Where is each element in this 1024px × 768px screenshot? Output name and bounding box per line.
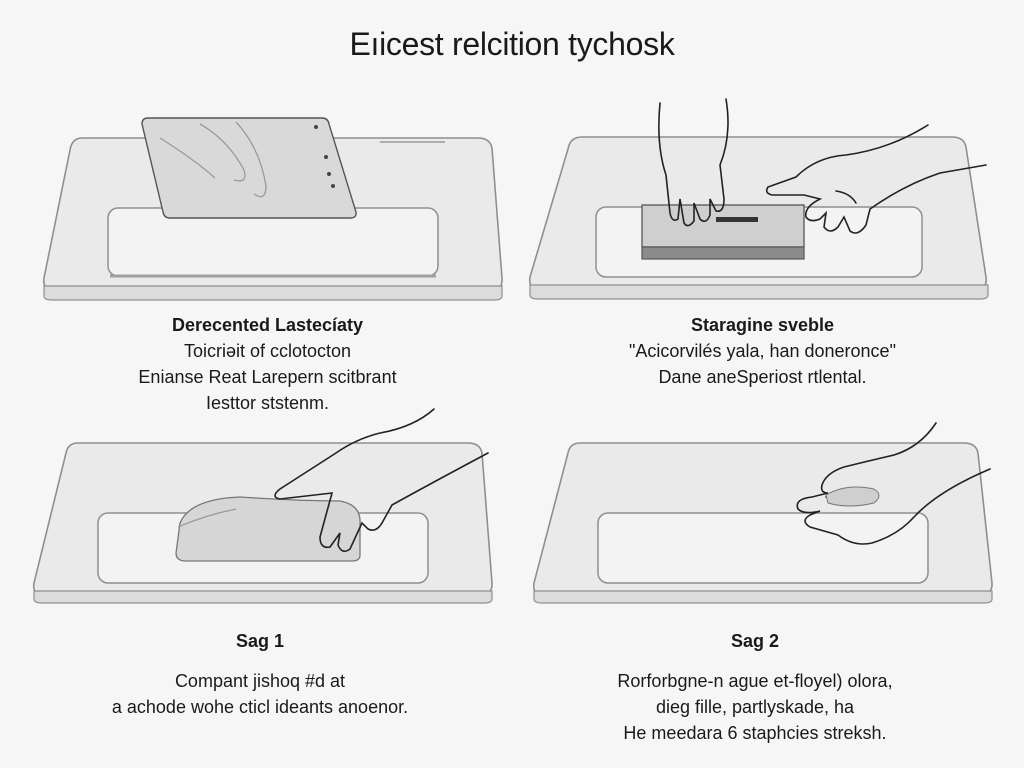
panel-4-line-1: Rorforbgne-n ague et-floyel) olora, [617,671,893,691]
diagram-title: Eıicest relcition tychosk [349,26,675,62]
panel-2-caption: Staragine sveble "Acicorvilés yala, han … [530,312,995,390]
lifted-panel [141,117,357,219]
panel-4-heading: Sag 2 [730,631,780,651]
panel-4-illustration [532,422,993,604]
panel-1-line-2: Enianse Reat Larepern scitbrant [138,367,397,387]
panel-1-line-1: Toicriəit of cclotocton [183,341,352,361]
panel-4-caption: Sag 2 Rorforbgne-n ague et-floyel) olora… [525,628,985,746]
panel-2-illustration [528,98,989,300]
hand-top-icon [658,98,729,227]
panel-3-heading: Sag 1 [235,631,285,651]
panel-4-line-2: dieg fille, partlyskade, ha [655,697,855,717]
panel-2-heading: Staragine sveble [690,315,835,335]
panel-3-line-2: a achode wohe cticl ideants anoenor. [111,697,409,717]
panel-2-line-1: "Acicorvilés yala, han doneronce" [629,341,896,361]
panel-4-line-3: He meedara 6 staphcies streksh. [623,723,887,743]
panel-1-illustration [42,117,503,301]
panel-1-line-3: Iesttor ststenm. [205,393,330,413]
soft-pad [175,496,361,562]
hand-icon [274,408,489,553]
panel-2-line-2: Dane aneSperiost rtlental. [658,367,867,387]
inset-pad [597,512,929,584]
hand-right-icon [765,124,987,234]
panel-1-caption: Derecented Lastecíaty Toicriəit of cclot… [40,312,495,416]
panel-1-heading: Derecented Lastecíaty [171,315,364,335]
small-object [825,486,880,507]
panel-3-illustration [32,408,493,604]
device-box [641,204,805,260]
panel-3-line-1: Compant jishoq #d at [174,671,346,691]
panel-3-caption: Sag 1 Compant jishoq #d at a achode wohe… [30,628,490,720]
